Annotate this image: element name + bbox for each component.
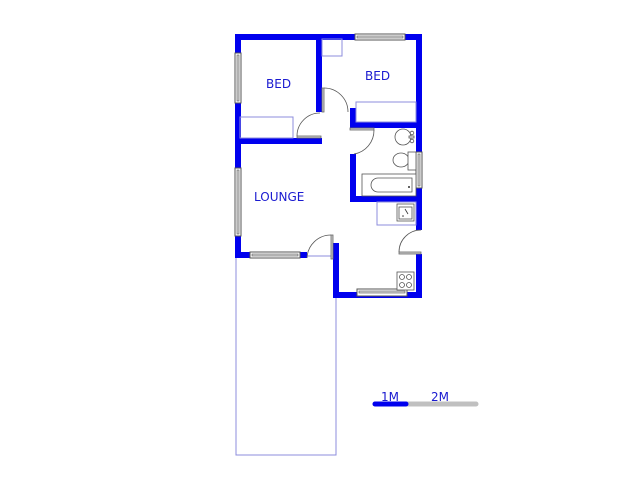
cupboard-bed2-top <box>321 38 343 57</box>
scale-bar: 1M 2M <box>372 390 479 407</box>
scale-label-2m: 2M <box>431 390 449 404</box>
bathroom-fixtures <box>361 128 417 197</box>
window-left-lounge <box>234 167 242 237</box>
bathtub-icon <box>361 173 417 197</box>
door-bed2 <box>321 87 349 113</box>
window-bottom-lounge <box>249 251 301 259</box>
stove-icon <box>396 271 415 291</box>
scale-label-1m: 1M <box>381 390 399 404</box>
toilet-icon <box>392 151 417 171</box>
door-bathroom <box>349 127 375 155</box>
window-right-bathroom <box>415 151 423 189</box>
cupboards <box>239 38 417 226</box>
doors <box>296 87 422 260</box>
door-entrance <box>306 234 334 260</box>
room-label-bed2: BED <box>365 69 390 83</box>
window-top-bed2 <box>354 33 406 41</box>
door-bed1 <box>296 112 322 139</box>
kitchen-fixtures <box>396 203 415 291</box>
room-label-lounge: LOUNGE <box>254 190 304 204</box>
room-label-bed1: BED <box>266 77 291 91</box>
yard-outline <box>235 255 337 456</box>
windows <box>234 33 423 297</box>
kitchen-sink-icon <box>396 203 415 222</box>
basin-icon <box>394 128 415 146</box>
window-bottom-kitchen <box>356 288 408 297</box>
door-kitchen <box>398 229 422 255</box>
window-left-bed1 <box>234 52 242 104</box>
cupboard-bed2 <box>355 101 417 123</box>
kitchen-counter <box>376 201 417 226</box>
cupboard-bed1 <box>239 116 294 139</box>
